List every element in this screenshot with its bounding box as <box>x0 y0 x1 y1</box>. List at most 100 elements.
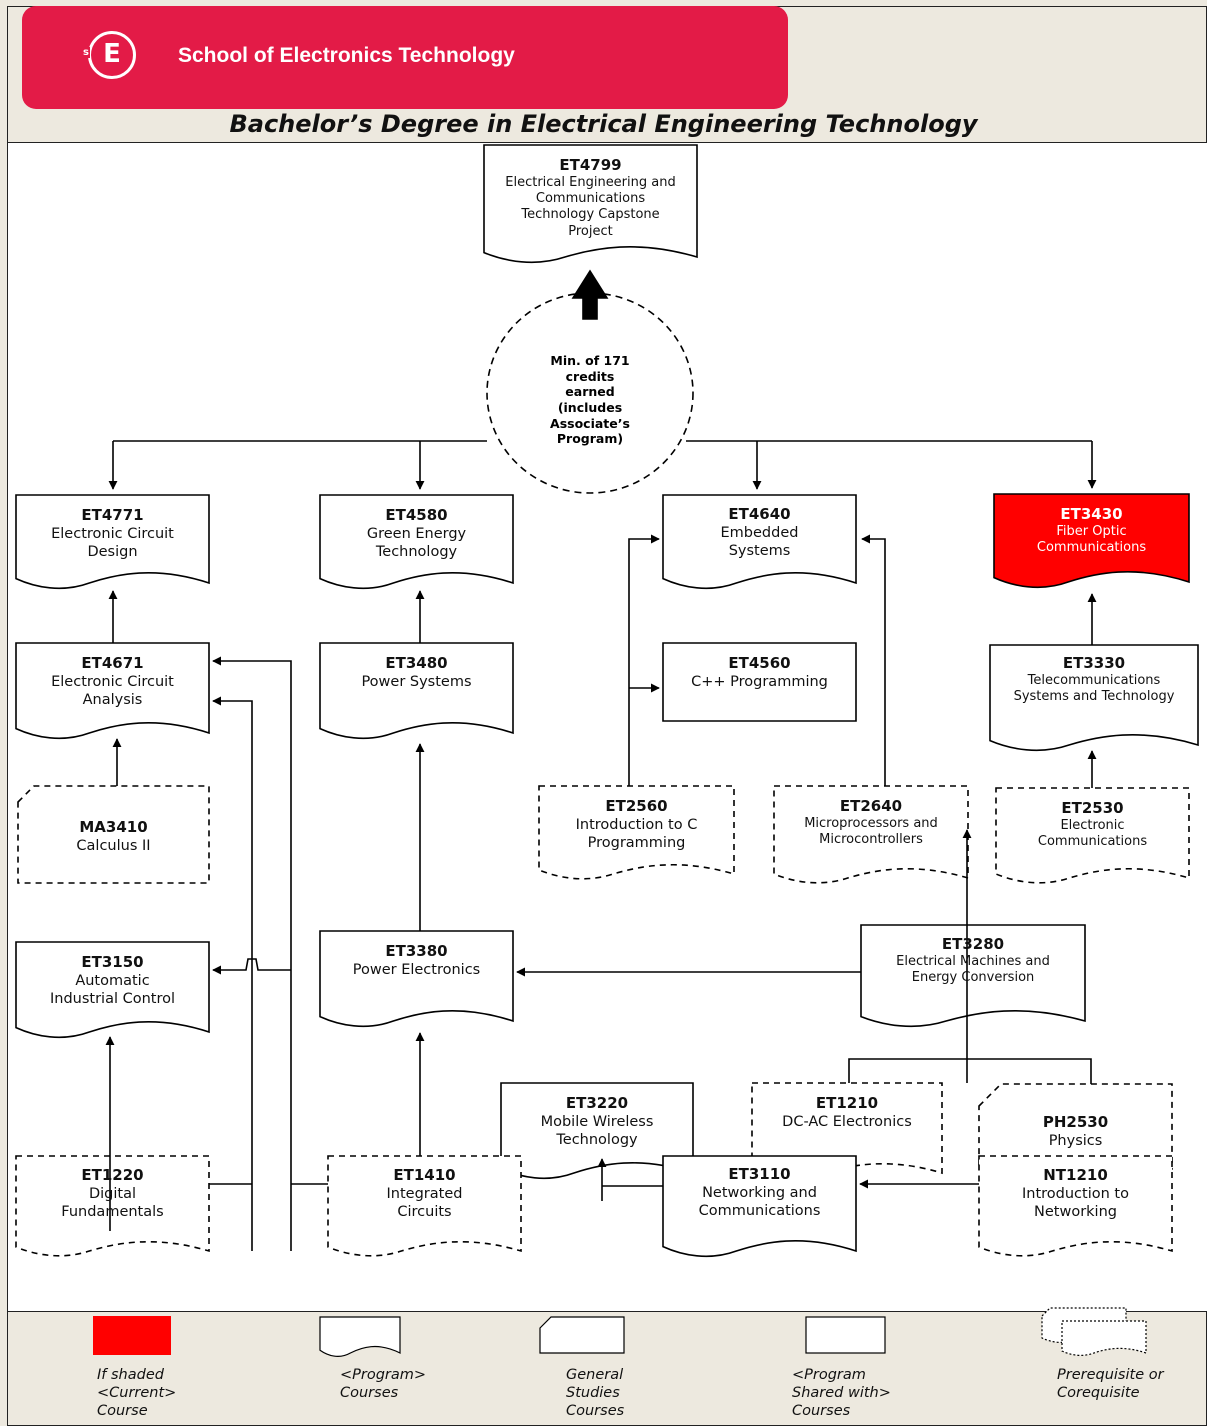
course-box-et4560 <box>662 642 857 722</box>
course-code: ET3480 <box>385 654 448 672</box>
course-title-line: Design <box>87 543 138 560</box>
legend-label-line: Course <box>97 1403 148 1420</box>
course-title-line: Circuits <box>397 1203 452 1220</box>
course-title-line: Introduction to <box>1022 1185 1129 1202</box>
course-box-et3280 <box>860 924 1086 1028</box>
prerequisite-connector <box>212 696 253 1251</box>
legend-label-line: <Program> <box>340 1367 427 1383</box>
course-title-line: Systems <box>728 542 791 559</box>
course-code: ET4580 <box>385 506 448 524</box>
course-title-line: Fundamentals <box>61 1203 164 1220</box>
course-title-line: Telecommunications <box>1027 672 1161 688</box>
course-code: ET3150 <box>81 953 144 971</box>
course-title-line: Technology <box>375 543 458 560</box>
course-code: NT1210 <box>1043 1166 1108 1184</box>
course-box-et3330 <box>989 644 1199 752</box>
course-title-line: Fiber Optic <box>1056 523 1127 539</box>
course-title-line: Power Systems <box>361 673 472 690</box>
legend-label-line: Courses <box>566 1403 625 1420</box>
course-box-et2640 <box>773 785 969 884</box>
course-box-et2560 <box>538 785 735 880</box>
course-box-et4580 <box>319 494 514 590</box>
course-title-line: C++ Programming <box>691 673 828 690</box>
school-logo-icon: E s <box>82 31 136 79</box>
course-code: ET3330 <box>1062 654 1126 672</box>
credits-note-line: Program) <box>556 431 624 447</box>
school-header-banner: E s School of Electronics Technology <box>22 6 788 109</box>
legend <box>93 1307 1147 1357</box>
credits-note-line: credits <box>565 368 615 384</box>
credits-circle <box>486 292 694 494</box>
course-code: ET3280 <box>941 935 1005 953</box>
course-code: ET2530 <box>1061 799 1124 817</box>
legend-label: <Program>Courses <box>340 1366 426 1402</box>
course-title-line: DC-AC Electronics <box>782 1113 912 1130</box>
course-title-line: Calculus II <box>76 837 151 854</box>
course-title-line: Digital <box>88 1185 137 1202</box>
course-title-line: Technology Capstone <box>521 207 660 223</box>
course-title-line: Mobile Wireless <box>540 1113 654 1130</box>
course-title-line: Automatic <box>75 972 150 989</box>
course-code: ET1210 <box>815 1094 879 1112</box>
credits-note-line: earned <box>565 384 615 400</box>
course-title-line: Communications <box>1037 834 1148 849</box>
course-title-line: Electronic Circuit <box>51 673 174 690</box>
course-code: ET3380 <box>385 942 448 960</box>
prerequisite-connector <box>861 534 886 786</box>
legend-label-line: Shared with> <box>792 1385 891 1402</box>
legend-label-line: Corequisite <box>1057 1385 1140 1402</box>
current-course-swatch <box>93 1316 171 1355</box>
course-box-nt1210 <box>978 1155 1173 1257</box>
course-title-line: Systems and Technology <box>1013 689 1175 704</box>
shared-course-shape <box>805 1316 886 1354</box>
course-title-line: Electrical Machines and <box>896 953 1050 969</box>
course-box-ma3410 <box>17 785 210 884</box>
course-title-line: Communications <box>1036 540 1147 555</box>
course-box-et3380 <box>319 930 514 1028</box>
course-code: PH2530 <box>1042 1113 1109 1131</box>
course-code: ET4640 <box>728 505 791 523</box>
course-box-et3480 <box>319 642 514 740</box>
course-box-et1410 <box>327 1155 522 1257</box>
course-code: ET2560 <box>605 797 668 815</box>
course-title-line: Electronic Circuit <box>51 525 174 542</box>
course-code: ET3110 <box>728 1165 791 1183</box>
course-title-line: Communications <box>535 191 646 206</box>
course-box-et3110 <box>662 1155 857 1258</box>
course-title-line: Introduction to C <box>575 816 698 833</box>
course-title-line: Embedded <box>720 524 799 541</box>
course-box-et4799 <box>483 144 698 264</box>
general-studies-shape <box>539 1316 625 1354</box>
legend-label-line: <Program <box>792 1367 866 1383</box>
legend-label-line: General <box>566 1367 624 1383</box>
program-course-shape <box>319 1316 401 1357</box>
prerequisite-connector <box>628 534 660 786</box>
course-title-line: Project <box>568 223 613 239</box>
course-title-line: Green Energy <box>366 525 467 542</box>
course-title-line: Industrial Control <box>49 990 176 1007</box>
course-code: MA3410 <box>79 818 148 836</box>
legend-label-line: Studies <box>566 1385 620 1402</box>
course-code: ET1220 <box>81 1166 144 1184</box>
